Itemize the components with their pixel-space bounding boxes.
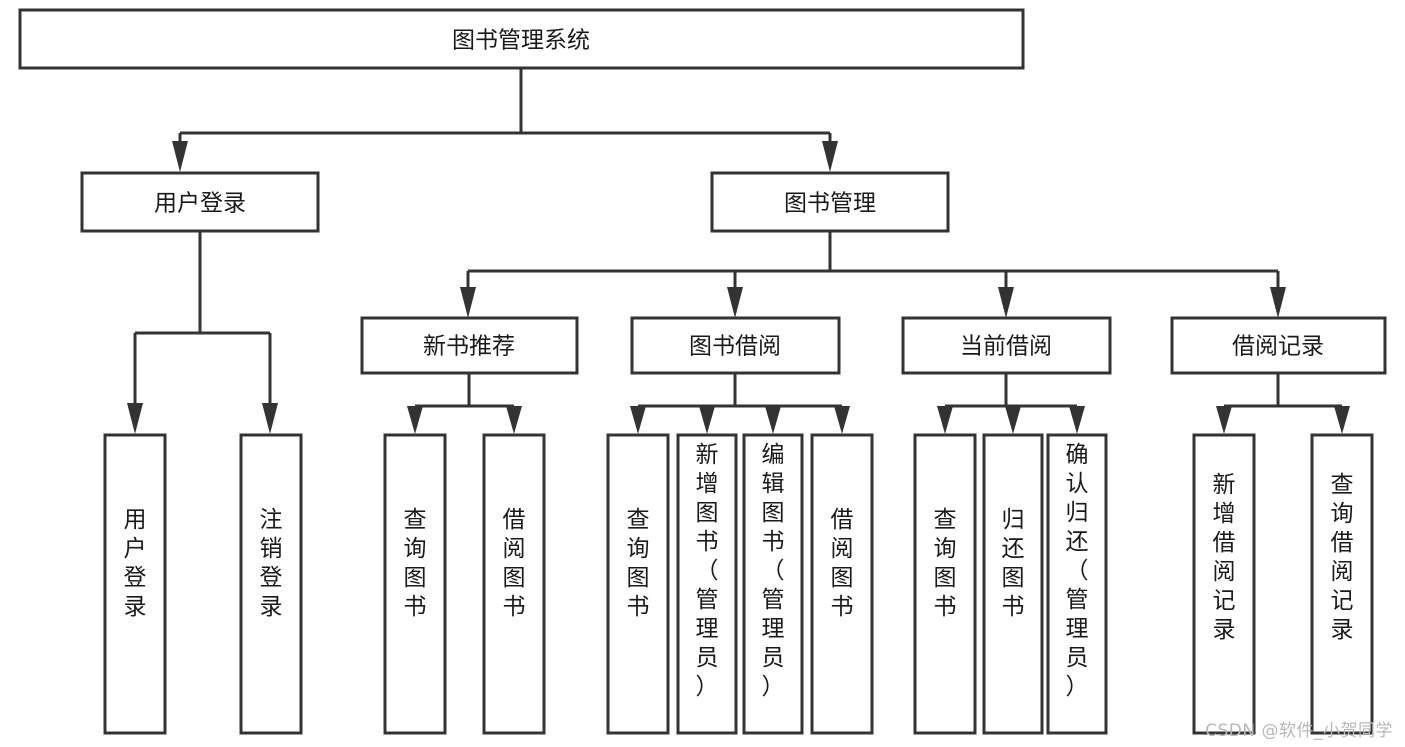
node-book-borrow-label: 图书借阅 (689, 334, 781, 360)
node-root-label: 图书管理系统 (452, 28, 590, 54)
node-leaf-user-login-label: 用户登录 (124, 507, 147, 620)
node-user-login-label: 用户登录 (154, 191, 246, 217)
arrow-head-leaf-add-book (699, 406, 715, 434)
node-book-manage-box (710, 171, 950, 233)
node-leaf-query-record-box (1310, 433, 1374, 735)
node-leaf-query-book-1[interactable]: 查询图书 (383, 433, 447, 735)
node-leaf-logout-label: 注销登录 (260, 507, 283, 620)
node-leaf-add-book[interactable]: 新增图书（管理员） (676, 433, 738, 735)
arrow-head-current-borrow (998, 287, 1014, 318)
node-new-book-recommend[interactable]: 新书推荐 (360, 316, 579, 375)
node-leaf-add-record-label: 新增借阅记录 (1213, 472, 1236, 643)
node-leaf-return-book[interactable]: 归还图书 (982, 433, 1044, 735)
arrow-head-leaf-user-login (127, 403, 143, 434)
arrow-head-leaf-query-book-1 (407, 406, 423, 434)
arrow-head-leaf-logout (262, 403, 278, 434)
arrow-head-leaf-return-book (1005, 406, 1021, 434)
node-book-borrow-box (630, 316, 841, 375)
node-leaf-query-record[interactable]: 查询借阅记录 (1310, 433, 1374, 735)
arrow-head-leaf-borrow-book-1 (506, 406, 522, 434)
node-leaf-user-login-box (103, 433, 167, 735)
node-leaf-add-record-box (1192, 433, 1256, 735)
node-leaf-query-book-1-box (383, 433, 447, 735)
node-leaf-edit-book-box (742, 433, 804, 735)
node-leaf-query-book-2[interactable]: 查询图书 (606, 433, 670, 735)
node-leaf-return-book-label: 归还图书 (1002, 507, 1025, 620)
node-book-manage[interactable]: 图书管理 (710, 171, 950, 233)
node-leaf-logout-box (239, 433, 303, 735)
node-leaf-user-login[interactable]: 用户登录 (103, 433, 167, 735)
arrow-head-leaf-add-record (1216, 406, 1232, 434)
node-borrow-record[interactable]: 借阅记录 (1170, 316, 1387, 375)
arrow-head-leaf-confirm-return (1069, 406, 1085, 434)
node-user-login[interactable]: 用户登录 (80, 171, 320, 233)
node-borrow-record-box (1170, 316, 1387, 375)
node-leaf-query-book-1-label: 查询图书 (404, 507, 427, 620)
arrow-head-leaf-query-record (1334, 406, 1350, 434)
node-leaf-logout[interactable]: 注销登录 (239, 433, 303, 735)
node-new-book-recommend-box (360, 316, 579, 375)
arrow-head-book-borrow (727, 287, 743, 318)
node-current-borrow-box (901, 316, 1112, 375)
node-leaf-borrow-book-1-box (482, 433, 546, 735)
arrow-head-userlogin (172, 141, 188, 172)
node-leaf-return-book-box (982, 433, 1044, 735)
node-current-borrow-label: 当前借阅 (960, 334, 1052, 360)
node-leaf-confirm-return[interactable]: 确认归还（管理员） (1046, 433, 1108, 735)
node-borrow-record-label: 借阅记录 (1232, 334, 1324, 360)
arrow-head-leaf-borrow-book-2 (834, 406, 850, 434)
node-leaf-borrow-book-2-box (810, 433, 874, 735)
node-leaf-confirm-return-box (1046, 433, 1108, 735)
node-current-borrow[interactable]: 当前借阅 (901, 316, 1112, 375)
arrow-head-leaf-edit-book (765, 406, 781, 434)
node-leaf-borrow-book-2[interactable]: 借阅图书 (810, 433, 874, 735)
node-leaf-add-book-box (676, 433, 738, 735)
arrow-head-leaf-query-book-2 (630, 406, 646, 434)
node-new-book-recommend-label: 新书推荐 (423, 334, 515, 360)
node-leaf-query-book-3-label: 查询图书 (934, 507, 957, 620)
node-leaf-query-book-3-box (913, 433, 977, 735)
node-leaf-edit-book-label: 编辑图书（管理员） (762, 442, 785, 700)
arrow-head-bookmanage (822, 141, 838, 172)
node-leaf-query-record-label: 查询借阅记录 (1331, 472, 1354, 643)
node-book-borrow[interactable]: 图书借阅 (630, 316, 841, 375)
arrow-head-new-book-recommend (460, 287, 476, 318)
node-leaf-query-book-2-box (606, 433, 670, 735)
node-leaf-query-book-3[interactable]: 查询图书 (913, 433, 977, 735)
node-book-manage-label: 图书管理 (784, 191, 876, 217)
node-root[interactable]: 图书管理系统 (18, 8, 1025, 70)
node-leaf-borrow-book-1-label: 借阅图书 (503, 507, 526, 620)
node-leaf-add-record[interactable]: 新增借阅记录 (1192, 433, 1256, 735)
node-leaf-borrow-book-1[interactable]: 借阅图书 (482, 433, 546, 735)
node-leaf-confirm-return-label: 确认归还（管理员） (1066, 442, 1089, 700)
arrow-head-borrow-record (1270, 287, 1286, 318)
node-leaf-add-book-label: 新增图书（管理员） (696, 442, 719, 700)
node-leaf-query-book-2-label: 查询图书 (627, 507, 650, 620)
arrow-head-leaf-query-book-3 (937, 406, 953, 434)
node-root-box (18, 8, 1025, 70)
node-leaf-edit-book[interactable]: 编辑图书（管理员） (742, 433, 804, 735)
node-leaf-borrow-book-2-label: 借阅图书 (831, 507, 854, 620)
